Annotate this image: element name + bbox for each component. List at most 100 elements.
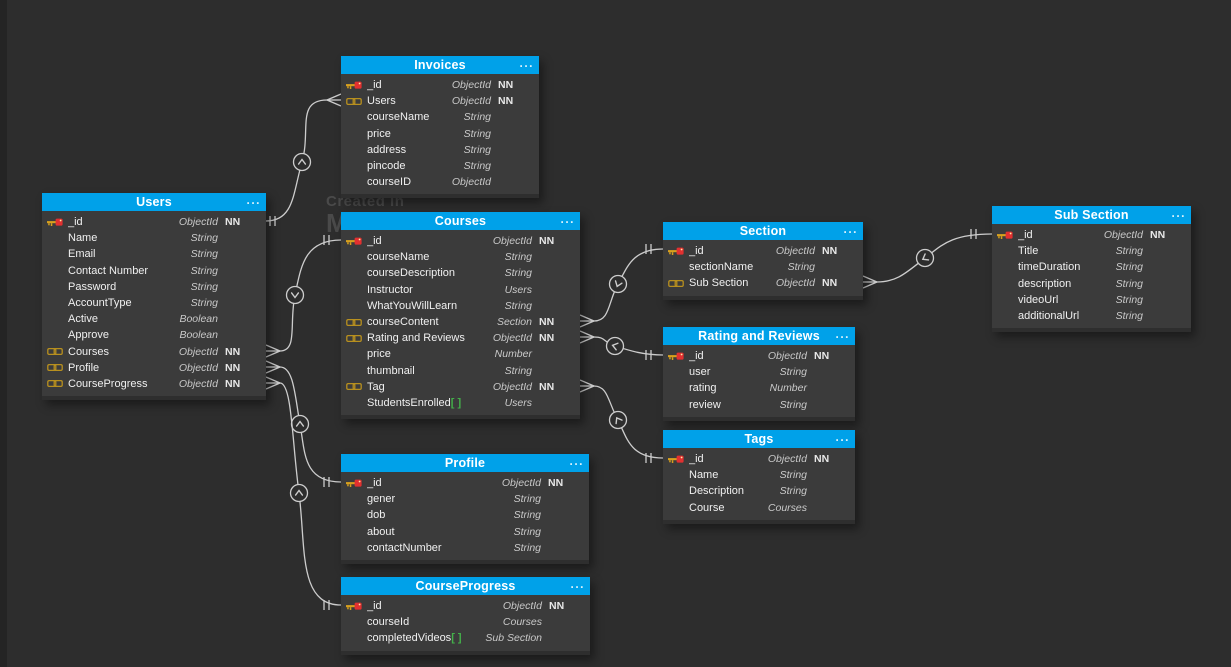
table-menu-button[interactable]: ...	[843, 222, 858, 236]
field-row-completedvideos[interactable]: completedVideos[ ]Sub Section	[341, 630, 590, 646]
table-header[interactable]: Tags...	[663, 430, 855, 448]
relationship-direction-marker[interactable]	[608, 274, 628, 294]
table-menu-button[interactable]: ...	[835, 327, 850, 341]
relationship-line[interactable]	[279, 382, 342, 606]
table-header[interactable]: Profile...	[341, 454, 589, 472]
relationship-line[interactable]	[279, 366, 342, 483]
table-menu-button[interactable]: ...	[1171, 206, 1186, 220]
relationship-line[interactable]	[593, 385, 664, 459]
relationship-users-id--invoices-users[interactable]	[265, 93, 342, 226]
table-header[interactable]: Rating and Reviews...	[663, 327, 855, 345]
relationship-direction-marker[interactable]	[289, 483, 309, 503]
relationship-line[interactable]	[593, 248, 664, 322]
table-header[interactable]: Courses...	[341, 212, 580, 230]
table-header[interactable]: CourseProgress...	[341, 577, 590, 595]
relationship-line[interactable]	[876, 233, 993, 283]
relationship-sub-section-id--section-sub-section[interactable]	[862, 229, 993, 289]
table-header[interactable]: Invoices...	[341, 56, 539, 74]
table-menu-button[interactable]: ...	[560, 212, 575, 226]
relationship-direction-marker[interactable]	[285, 285, 305, 305]
table-menu-button[interactable]: ...	[519, 56, 534, 70]
relationship-direction-marker[interactable]	[605, 336, 625, 356]
relationship-tags-id--courses-tag[interactable]	[579, 379, 664, 463]
table-header[interactable]: Section...	[663, 222, 863, 240]
table-menu-button[interactable]: ...	[835, 430, 850, 444]
table-header[interactable]: Users...	[42, 193, 266, 211]
field-row-studentsenrolled[interactable]: StudentsEnrolled[ ]Users	[341, 395, 580, 411]
relationship-direction-marker[interactable]	[915, 248, 935, 268]
relationship-courses-id--users-courses[interactable]	[265, 235, 342, 358]
table-menu-button[interactable]: ...	[569, 454, 584, 468]
relationship-direction-marker[interactable]	[290, 414, 310, 434]
relationship-line[interactable]	[593, 336, 664, 356]
relationship-direction-marker[interactable]	[292, 152, 312, 172]
relationship-direction-marker[interactable]	[608, 410, 628, 430]
table-menu-button[interactable]: ...	[246, 193, 261, 207]
relationship-profile-id--users-profile[interactable]	[265, 360, 342, 487]
table-header[interactable]: Sub Section...	[992, 206, 1191, 224]
relationship-rating-and-reviews-id--courses-rating-and-reviews[interactable]	[579, 330, 664, 360]
relationship-section-id--courses-coursecontent[interactable]	[579, 244, 664, 328]
